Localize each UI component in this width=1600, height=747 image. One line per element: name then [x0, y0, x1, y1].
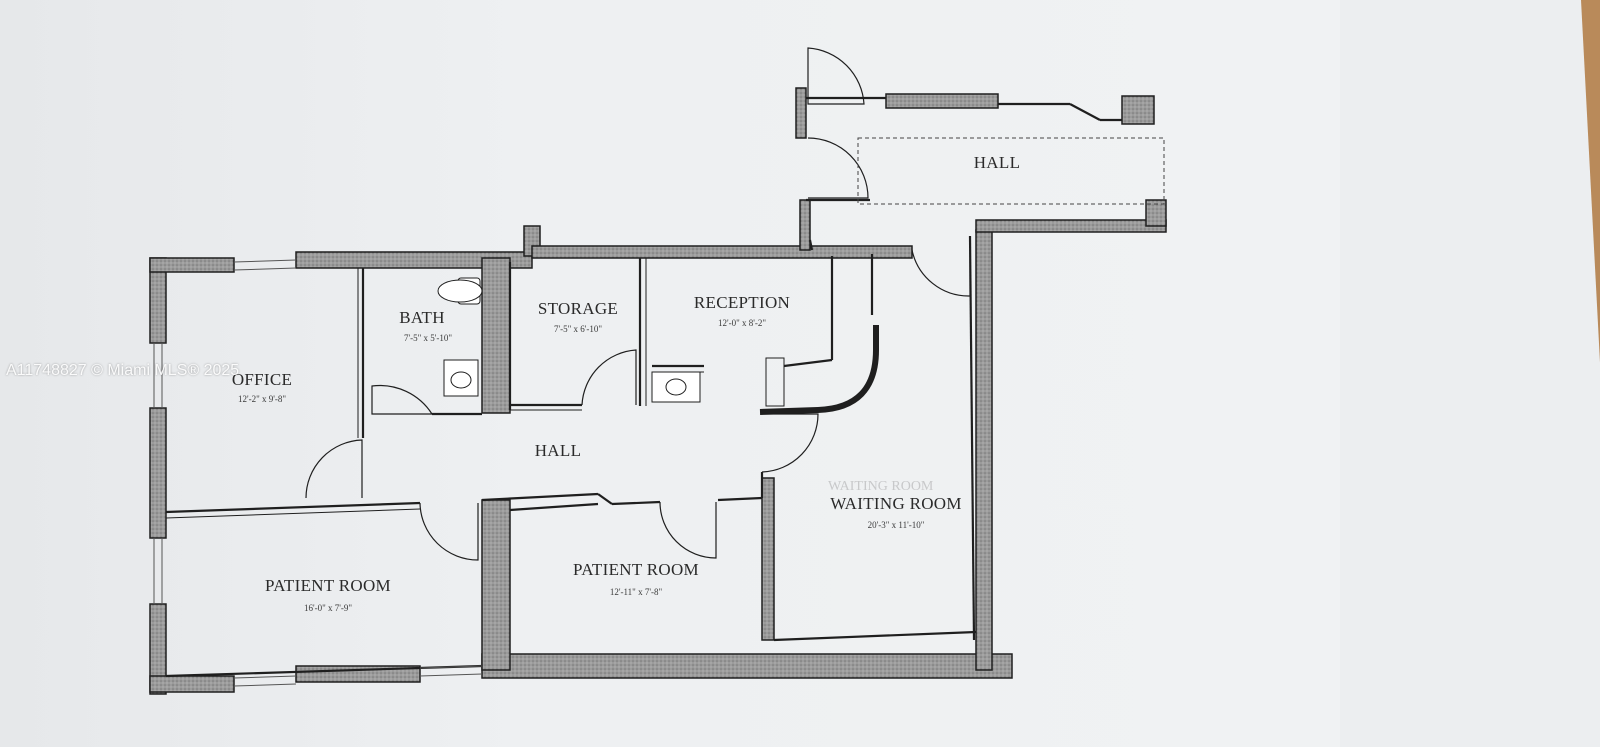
wall-upper-3: [1121, 95, 1155, 125]
wall-hall-south-2: [717, 496, 763, 502]
door-entry: [911, 249, 971, 297]
svg-text:WAITING ROOM: WAITING ROOM: [828, 479, 934, 494]
room-dim-patient-room-2: 12'-11" x 7'-8": [609, 587, 663, 597]
wall-right-inner: [968, 235, 976, 641]
door-waiting: [761, 413, 819, 473]
room-label-patient-room-2: PATIENT ROOM: [573, 560, 699, 579]
room-label-waiting-room: WAITING ROOM: [830, 494, 962, 513]
door-patient-1: [419, 502, 479, 561]
mls-watermark: A11748827 © Miami MLS® 2025: [6, 362, 240, 379]
wall-top-1: [149, 257, 235, 273]
wall-upper-2: [885, 93, 999, 109]
wall-left-3: [149, 603, 167, 695]
wall-pr2-top: [509, 502, 599, 512]
room-dim-bath: 7'-5" x 5'-10": [403, 333, 453, 343]
wall-top-3: [531, 245, 913, 259]
room-label-reception: RECEPTION: [693, 293, 791, 312]
toilet-bowl-icon: [437, 279, 483, 303]
wall-upper-4: [799, 199, 811, 251]
reception-desk: [765, 357, 785, 407]
room-dim-office: 12'-2" x 9'-8": [237, 394, 287, 404]
wall-right-cap: [1145, 199, 1167, 227]
room-label-patient-room-1: PATIENT ROOM: [265, 576, 391, 595]
wall-bottom-1: [149, 675, 235, 693]
door-office: [305, 439, 363, 499]
room-label-hall-upper: HALL: [973, 153, 1021, 172]
wall-upper-1: [795, 87, 807, 139]
wall-pr-divider: [481, 499, 511, 671]
room-label-office: OFFICE: [231, 370, 293, 389]
room-dim-storage: 7'-5" x 6'-10": [553, 324, 603, 334]
wall-curved-desk: [759, 325, 879, 415]
doors: [305, 47, 971, 561]
door-patient-2: [659, 501, 717, 559]
door-storage: [581, 349, 637, 406]
room-label-storage: STORAGE: [537, 299, 619, 318]
wall-right: [975, 229, 993, 671]
room-label-bath: BATH: [399, 308, 445, 327]
wall-bath-storage: [481, 257, 511, 414]
wall-left-2: [149, 407, 167, 539]
wall-right-top: [975, 219, 1167, 233]
windows: [153, 259, 483, 687]
door-upper-2: [807, 47, 865, 105]
fixtures: [437, 277, 785, 407]
wall-bottom-3: [481, 653, 1013, 679]
door-upper-1: [807, 137, 869, 199]
room-dim-patient-room-1: 16'-0" x 7'-9": [303, 603, 353, 613]
room-label-hall-main: HALL: [534, 441, 582, 460]
upper-hall-dashed: [857, 137, 1165, 205]
wall-office-bottom: [165, 501, 421, 514]
wall-mid-right: [761, 477, 775, 641]
room-dim-waiting-room: 20'-3" x 11'-10": [867, 520, 925, 530]
door-bath: [371, 384, 434, 415]
room-dim-reception: 12'-0" x 8'-2": [717, 318, 767, 328]
wall-hall-south-1: [481, 492, 599, 502]
